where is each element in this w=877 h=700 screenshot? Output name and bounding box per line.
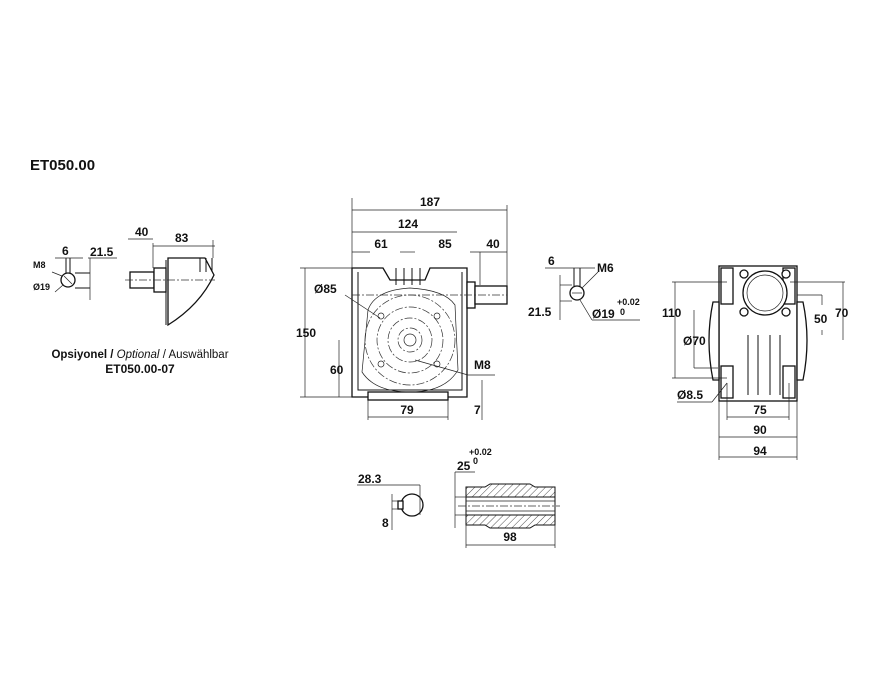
optional-part-number: ET050.00-07 (105, 362, 175, 376)
gearbox-front-view: 187 124 61 85 40 150 60 79 7 Ø85 M8 (296, 195, 508, 420)
tolerance-upper: +0.02 (617, 297, 640, 307)
dim-150: 150 (296, 326, 316, 340)
dim-79: 79 (400, 403, 414, 417)
dim-21-5: 21.5 (90, 245, 114, 259)
dim-40: 40 (135, 225, 149, 239)
dim-7: 7 (474, 403, 481, 417)
dim-75: 75 (753, 403, 767, 417)
thread-m8: M8 (474, 358, 491, 372)
dim-90: 90 (753, 423, 767, 437)
diameter-85: Ø85 (314, 282, 337, 296)
dim-8: 8 (382, 516, 389, 530)
drawing-title: ET050.00 (30, 157, 95, 174)
bore-tolerance-upper: +0.02 (469, 447, 492, 457)
hole-diameter-8-5: Ø8.5 (677, 388, 703, 402)
dim-28-3: 28.3 (358, 472, 382, 486)
caption-de: / Auswählbar (163, 349, 229, 361)
dim-6: 6 (548, 254, 555, 268)
diameter-label: Ø19 (33, 282, 50, 292)
dim-40: 40 (486, 237, 500, 251)
thread-label: M8 (33, 260, 46, 270)
dim-50: 50 (814, 312, 828, 326)
dim-60: 60 (330, 363, 344, 377)
optional-side-view: 40 83 (125, 225, 215, 327)
gearbox-side-view: 110 50 70 Ø70 Ø8.5 75 90 94 (662, 265, 849, 460)
dim-83: 83 (175, 231, 189, 245)
dim-6: 6 (62, 244, 69, 258)
pilot-diameter-70: Ø70 (683, 334, 706, 348)
dim-61: 61 (374, 237, 388, 251)
bore-diameter-25: 25 (457, 459, 471, 473)
diameter-19: Ø19 (592, 307, 615, 321)
optional-caption: Opsiyonel / Optional / Auswählbar (51, 349, 228, 361)
dim-98: 98 (503, 530, 517, 544)
optional-shaft-end-view: 6 21.5 M8 Ø19 (33, 244, 117, 300)
dim-110: 110 (662, 306, 682, 320)
dim-85: 85 (438, 237, 452, 251)
dim-187: 187 (420, 195, 440, 209)
caption-tr: Opsiyonel / (51, 349, 114, 361)
caption-en: Optional (117, 349, 160, 361)
thread-m6: M6 (597, 261, 614, 275)
bore-tolerance-lower: 0 (473, 456, 478, 466)
hollow-shaft-detail: 28.3 8 25 +0.02 0 98 (357, 447, 560, 548)
dim-21-5: 21.5 (528, 305, 552, 319)
tolerance-lower: 0 (620, 307, 625, 317)
input-shaft-end-view: 6 M6 21.5 Ø19 +0.02 0 (528, 254, 640, 321)
dim-70: 70 (835, 306, 849, 320)
dim-124: 124 (398, 217, 418, 231)
dim-94: 94 (753, 444, 767, 458)
